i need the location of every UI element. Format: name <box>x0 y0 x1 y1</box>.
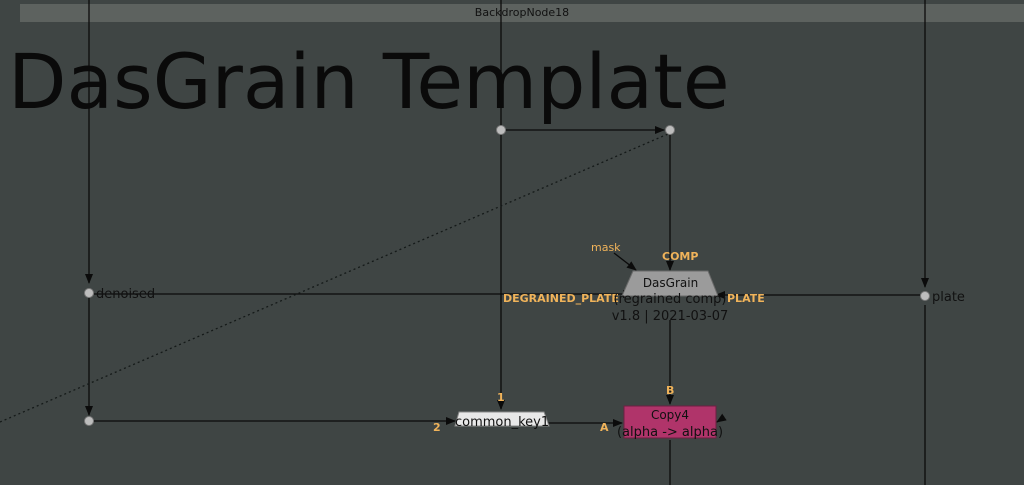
dasgrain-node-shape[interactable] <box>621 270 719 297</box>
copy-node-shape[interactable] <box>623 405 717 439</box>
dot-center-top[interactable] <box>496 125 506 135</box>
dot-denoised[interactable] <box>84 288 94 298</box>
dasgrain-input-mask: mask <box>591 241 621 254</box>
backdrop-node-label: BackdropNode18 <box>474 6 570 19</box>
backdrop-title-text: DasGrain Template <box>8 37 730 126</box>
edge-copy-side-input <box>716 413 727 423</box>
edge-dotted-link <box>0 133 669 423</box>
edge-mask-input <box>613 252 637 271</box>
common-key-node-name: common_key1 <box>455 415 550 430</box>
dot-right-top[interactable] <box>665 125 675 135</box>
dasgrain-node-sub: (regrained comp) <box>613 292 727 307</box>
dot-lower-left[interactable] <box>84 416 94 426</box>
common-key-input-1: 1 <box>497 391 505 404</box>
dasgrain-node-version: v1.8 | 2021-03-07 <box>611 309 729 324</box>
dasgrain-node-name: DasGrain <box>642 276 699 290</box>
dot-label-plate: plate <box>932 290 965 305</box>
copy-input-a: A <box>600 421 609 434</box>
copy-node-name: Copy4 <box>650 408 690 422</box>
dot-plate[interactable] <box>920 291 930 301</box>
dasgrain-input-degrained: DEGRAINED_PLATE <box>503 292 619 305</box>
copy-node-sub: (alpha -> alpha) <box>616 425 724 440</box>
dasgrain-input-comp: COMP <box>662 250 699 263</box>
dasgrain-input-plate: PLATE <box>727 292 765 305</box>
dot-label-denoised: denoised <box>96 287 156 302</box>
backdrop-node-header[interactable] <box>20 4 1024 22</box>
common-key-input-2: 2 <box>433 421 441 434</box>
copy-input-b: B <box>666 384 675 397</box>
common-key-node-shape[interactable] <box>454 411 550 427</box>
